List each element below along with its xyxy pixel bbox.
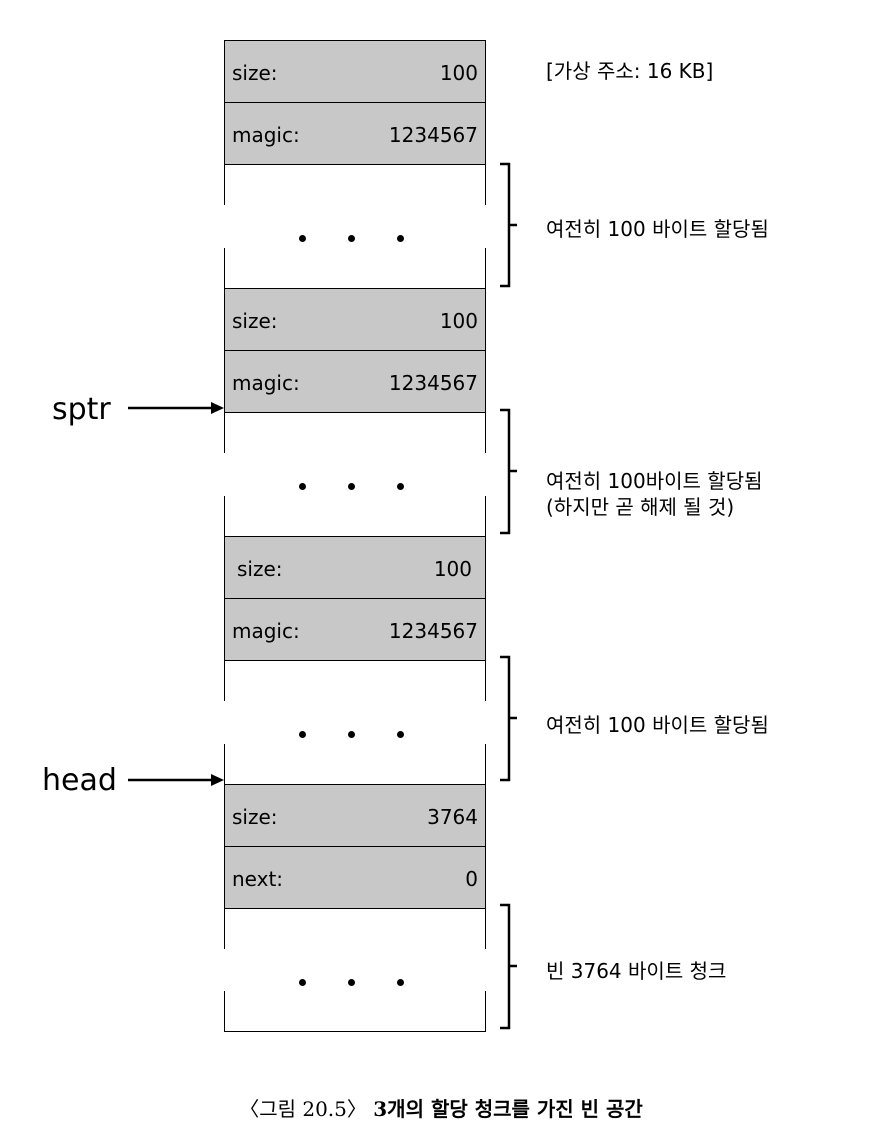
next-key: next: xyxy=(232,867,284,891)
brace-4 xyxy=(500,903,517,1030)
magic-key: magic: xyxy=(232,123,300,147)
allocated-region xyxy=(224,412,486,536)
size-key: size: xyxy=(232,805,278,829)
caption-prefix: 〈그림 20.5〉 xyxy=(239,1097,367,1121)
next-value: 0 xyxy=(465,867,478,891)
allocated-region xyxy=(224,660,486,784)
brace-2 xyxy=(500,408,517,535)
magic-value: 1234567 xyxy=(388,371,478,395)
header-size-row: size: 100 xyxy=(224,288,486,350)
size-value: 100 xyxy=(439,309,478,333)
free-next-row: next: 0 xyxy=(224,846,486,908)
allocated-region xyxy=(224,164,486,288)
brace-label-1: 여전히 100 바이트 할당됨 xyxy=(546,217,769,241)
head-label: head xyxy=(42,763,117,798)
brace-3 xyxy=(500,655,517,782)
size-key: size: xyxy=(232,309,278,333)
figure-caption: 〈그림 20.5〉 3개의 할당 청크를 가진 빈 공간 xyxy=(0,1093,882,1122)
magic-value: 1234567 xyxy=(388,619,478,643)
size-key: size: xyxy=(232,61,278,85)
memory-stack: size: 100 magic: 1234567 size: 100 magic… xyxy=(224,40,486,1032)
magic-key: magic: xyxy=(232,371,300,395)
size-key: size: xyxy=(237,557,283,581)
header-magic-row: magic: 1234567 xyxy=(224,350,486,412)
magic-key: magic: xyxy=(232,619,300,643)
header-size-row: size: 100 xyxy=(224,536,486,598)
free-size-row: size: 3764 xyxy=(224,784,486,846)
brace-1 xyxy=(500,162,517,288)
header-magic-row: magic: 1234567 xyxy=(224,598,486,660)
caption-title: 3개의 할당 청크를 가진 빈 공간 xyxy=(373,1097,643,1121)
free-region xyxy=(224,908,486,1032)
brace-label-4: 빈 3764 바이트 청크 xyxy=(546,959,727,983)
head-arrowhead xyxy=(211,774,224,786)
sptr-label: sptr xyxy=(52,392,111,427)
sptr-arrowhead xyxy=(211,402,224,414)
brace-label-2-line2: (하지만 곧 해제 될 것) xyxy=(546,495,735,519)
brace-label-3: 여전히 100 바이트 할당됨 xyxy=(546,713,769,737)
address-label: [가상 주소: 16 KB] xyxy=(546,59,714,83)
header-magic-row: magic: 1234567 xyxy=(224,102,486,164)
size-value: 100 xyxy=(439,61,478,85)
size-value: 3764 xyxy=(427,805,478,829)
size-value: 100 xyxy=(433,557,472,581)
brace-label-2-line1: 여전히 100바이트 할당됨 xyxy=(546,469,763,493)
header-size-row: size: 100 xyxy=(224,40,486,102)
magic-value: 1234567 xyxy=(388,123,478,147)
